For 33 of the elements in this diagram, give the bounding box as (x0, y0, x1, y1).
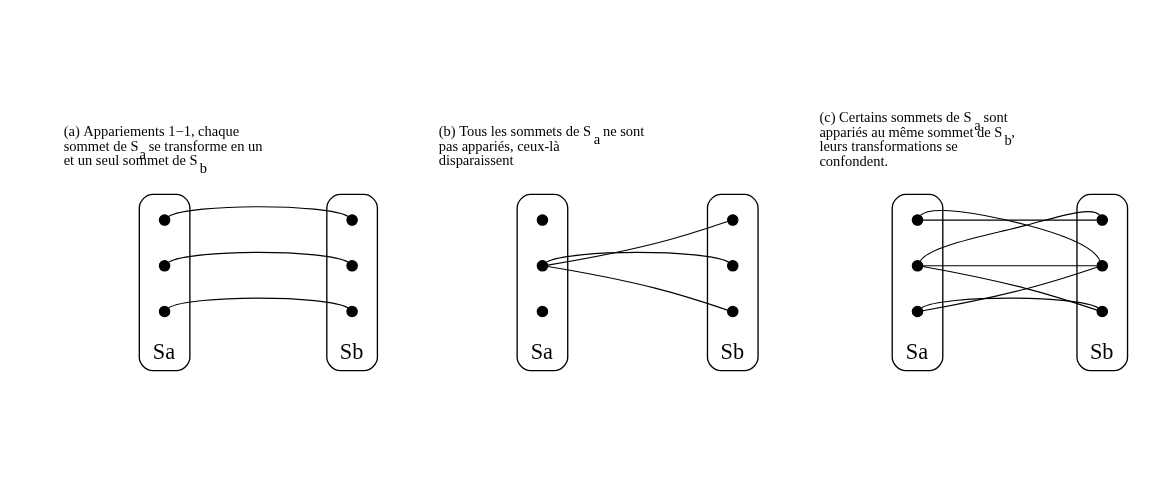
node-cross (911, 305, 924, 318)
cluster: Sa (138, 193, 191, 372)
node-cross (536, 260, 549, 272)
connector (545, 251, 730, 263)
node-cross (536, 214, 549, 226)
cluster: Sb (706, 193, 759, 372)
cluster: Sa (516, 193, 569, 372)
cluster: Sa (891, 193, 944, 372)
node-cross (911, 214, 924, 226)
node-cross (1096, 305, 1109, 318)
connector (920, 297, 1099, 309)
node-cross (727, 214, 739, 226)
connector (168, 297, 349, 309)
connector (922, 265, 1098, 267)
node-cross (346, 305, 358, 318)
node-cross (1096, 260, 1109, 272)
node-cross (911, 260, 924, 272)
connector (547, 265, 729, 311)
cluster: Sb (326, 193, 379, 372)
connector (922, 219, 1098, 221)
node-cross (346, 214, 358, 226)
node-cross (158, 214, 171, 226)
connector (168, 251, 349, 263)
connector (547, 220, 729, 266)
node-cross (727, 260, 739, 272)
connector (168, 206, 349, 218)
node-cross (346, 260, 358, 272)
node-cross (158, 260, 171, 272)
node-cross (1096, 214, 1109, 226)
node-cross (158, 305, 171, 318)
node-cross (536, 305, 549, 318)
cluster: Sb (1076, 193, 1129, 372)
node-cross (727, 305, 739, 318)
